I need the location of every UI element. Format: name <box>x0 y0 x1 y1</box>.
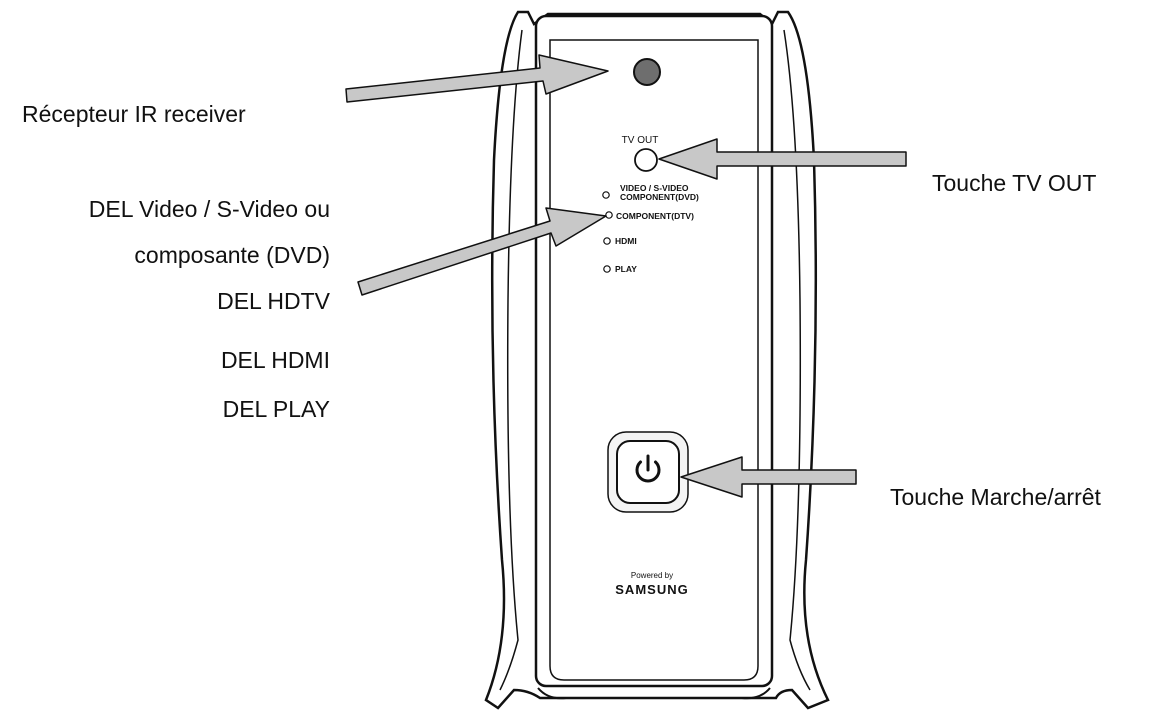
power-button[interactable] <box>616 440 680 504</box>
arrow-ir-receiver <box>345 54 609 103</box>
callout-led-video-line2: composante (DVD) <box>134 242 330 268</box>
callout-tv-out-button: Touche TV OUT <box>932 170 1097 196</box>
led-play <box>603 265 611 273</box>
device-stand-ridge-right <box>783 29 811 691</box>
arrow-tv-out <box>658 138 907 180</box>
tv-out-button[interactable] <box>634 148 658 172</box>
led-video <box>602 191 610 199</box>
ir-receiver-sensor <box>633 58 661 86</box>
device-foot-left <box>537 687 567 700</box>
led-component <box>605 211 613 219</box>
led-video-label-line2: COMPONENT(DVD) <box>620 192 699 202</box>
callout-led-hdmi: DEL HDMI <box>220 347 330 373</box>
arrow-led-component <box>357 207 607 296</box>
led-play-label: PLAY <box>615 264 637 274</box>
arrow-power <box>680 456 857 498</box>
led-hdmi <box>603 237 611 245</box>
callout-led-play: DEL PLAY <box>222 396 330 422</box>
power-icon <box>635 454 661 483</box>
front-panel-inner <box>549 39 759 681</box>
callout-led-video-line1: DEL Video / S-Video ou <box>88 196 330 222</box>
device-foot-right <box>741 687 771 700</box>
callout-led-hdtv: DEL HDTV <box>217 288 330 314</box>
led-component-label: COMPONENT(DTV) <box>616 211 694 221</box>
powered-by-label: Powered by <box>631 571 673 580</box>
led-video-label-line1: VIDEO / S-VIDEO <box>620 183 689 193</box>
tv-out-device-label: TV OUT <box>622 135 659 146</box>
front-panel-outer <box>534 14 774 688</box>
callout-power-button: Touche Marche/arrêt <box>890 484 1101 510</box>
brand-logo: SAMSUNG <box>615 582 688 597</box>
device-stand-ridge-left <box>499 29 523 691</box>
led-hdmi-label: HDMI <box>615 236 637 246</box>
callout-ir-receiver: Récepteur IR receiver <box>22 101 246 127</box>
